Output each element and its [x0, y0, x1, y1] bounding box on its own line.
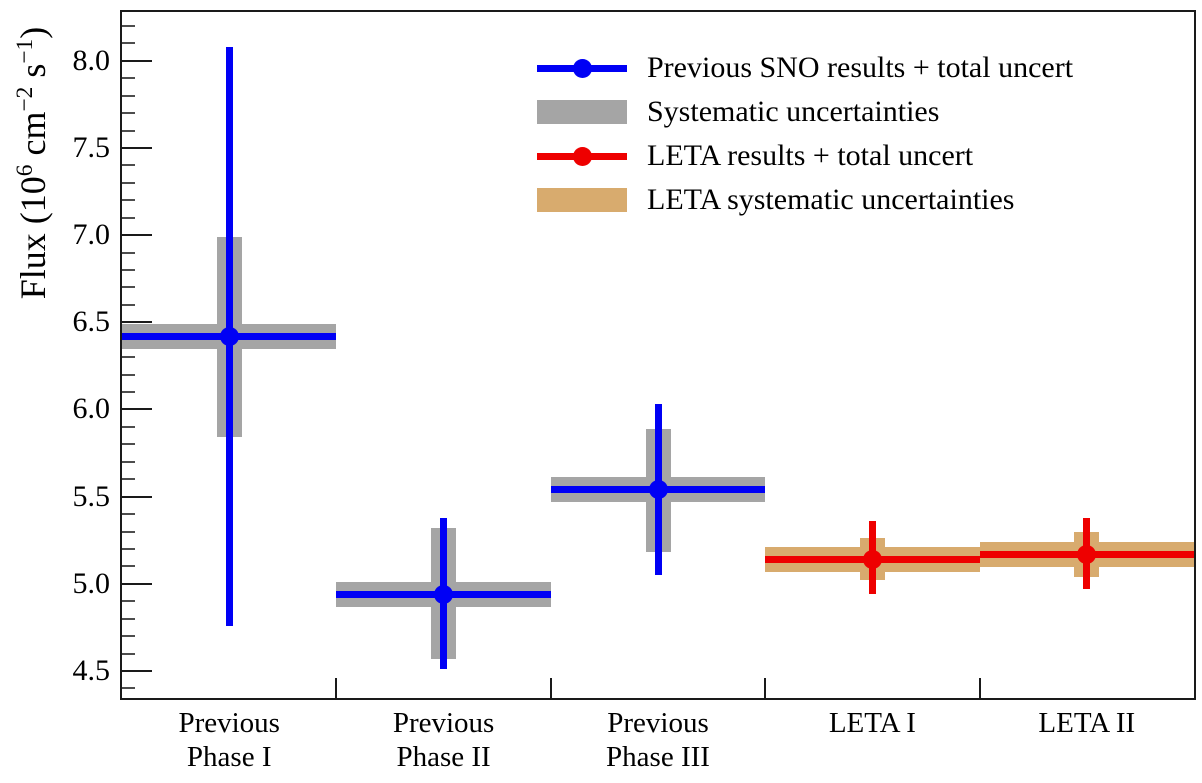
- x-bin-divider: [335, 678, 338, 698]
- legend-label: LETA systematic uncertainties: [647, 183, 1015, 216]
- x-bin-divider: [549, 678, 552, 698]
- legend-item-previous-sno: Previous SNO results + total uncert: [537, 46, 1073, 90]
- legend: Previous SNO results + total uncert Syst…: [537, 46, 1073, 222]
- y-minor-tick: [122, 425, 135, 428]
- x-axis-label: LETA II: [1038, 707, 1136, 739]
- y-minor-tick: [122, 286, 135, 289]
- y-minor-tick: [122, 129, 135, 132]
- legend-label: LETA results + total uncert: [647, 139, 974, 172]
- y-minor-tick: [122, 251, 135, 254]
- y-tick-label: 6.0: [72, 392, 111, 426]
- y-major-tick: [122, 59, 152, 62]
- legend-label: Systematic uncertainties: [647, 95, 940, 128]
- y-minor-tick: [122, 356, 135, 359]
- y-minor-tick: [122, 460, 135, 463]
- y-minor-tick: [122, 617, 135, 620]
- y-minor-tick: [122, 269, 135, 271]
- y-major-tick: [122, 669, 152, 672]
- y-major-tick: [122, 146, 152, 149]
- y-minor-tick: [122, 77, 135, 80]
- y-major-tick: [122, 495, 152, 498]
- y-minor-tick: [122, 181, 135, 184]
- gray-band-icon: [537, 99, 627, 125]
- y-minor-tick: [122, 391, 135, 394]
- legend-item-leta-results: LETA results + total uncert: [537, 134, 1073, 178]
- x-axis-label: LETA I: [828, 707, 916, 739]
- y-tick-label: 8.0: [72, 43, 111, 77]
- y-minor-tick: [122, 112, 135, 115]
- y-minor-tick: [122, 373, 135, 376]
- y-tick-label: 5.0: [72, 566, 111, 600]
- legend-item-leta-systematic: LETA systematic uncertainties: [537, 178, 1073, 222]
- y-tick-label: 7.0: [72, 218, 111, 252]
- y-minor-tick: [122, 164, 135, 167]
- y-minor-tick: [122, 443, 135, 446]
- y-major-tick: [122, 321, 152, 324]
- red-errorbar-icon: [537, 143, 627, 169]
- y-minor-tick: [122, 42, 135, 45]
- y-minor-tick: [122, 24, 135, 27]
- blue-errorbar-icon: [537, 55, 627, 81]
- tan-band-icon: [537, 187, 627, 213]
- legend-item-systematic: Systematic uncertainties: [537, 90, 1073, 134]
- y-tick-label: 5.5: [72, 479, 111, 513]
- y-tick-label: 7.5: [72, 130, 111, 164]
- y-minor-tick: [122, 513, 135, 516]
- y-major-tick: [122, 234, 152, 237]
- y-major-tick: [122, 408, 152, 411]
- y-tick-label: 6.5: [72, 305, 111, 339]
- y-minor-tick: [122, 652, 135, 655]
- data-marker: [434, 584, 454, 604]
- data-marker: [1077, 544, 1097, 564]
- data-marker: [648, 480, 668, 500]
- y-minor-tick: [122, 94, 135, 97]
- y-minor-tick: [122, 216, 135, 219]
- x-bin-divider: [978, 678, 981, 698]
- y-minor-tick: [122, 635, 135, 638]
- legend-label: Previous SNO results + total uncert: [647, 51, 1074, 84]
- y-major-tick: [122, 582, 152, 585]
- x-bin-divider: [764, 678, 767, 698]
- y-minor-tick: [122, 199, 135, 202]
- y-minor-tick: [122, 303, 135, 306]
- y-minor-tick: [122, 478, 135, 481]
- y-minor-tick: [122, 687, 135, 690]
- data-marker: [862, 549, 882, 569]
- data-marker: [219, 326, 239, 346]
- y-minor-tick: [122, 565, 135, 568]
- y-minor-tick: [122, 547, 135, 550]
- y-minor-tick: [122, 600, 135, 603]
- y-minor-tick: [122, 530, 135, 533]
- y-tick-label: 4.5: [72, 653, 111, 687]
